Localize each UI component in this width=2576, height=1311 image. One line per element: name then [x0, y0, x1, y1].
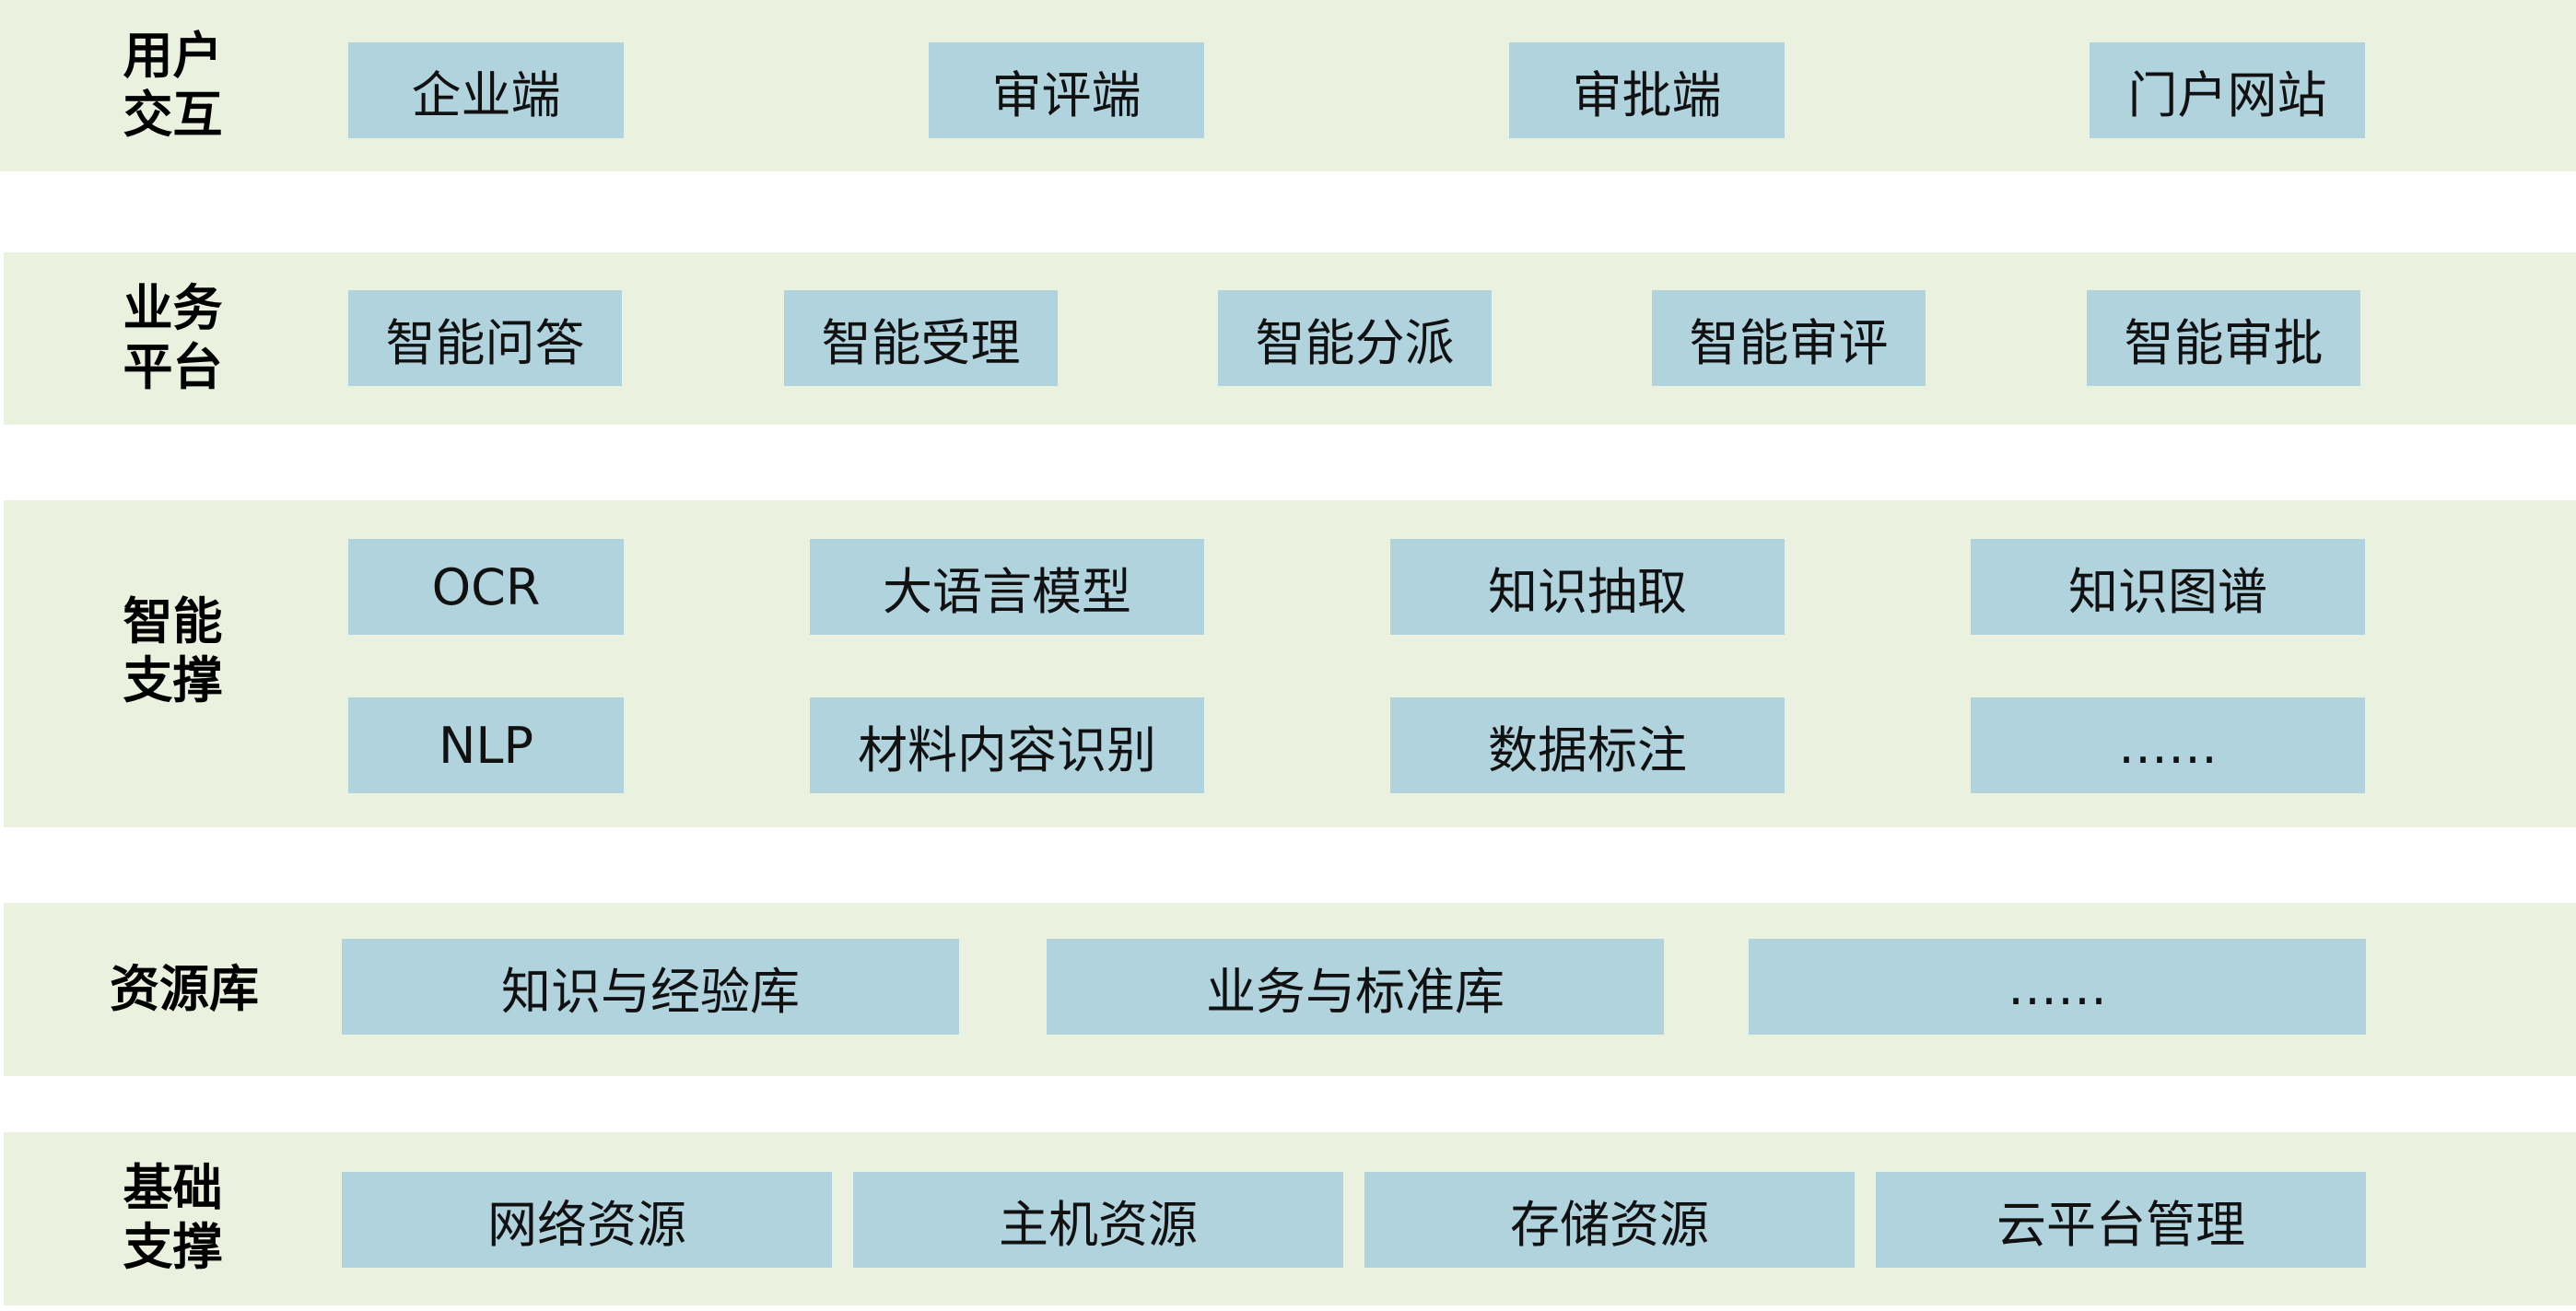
box-data-annotation: 数据标注: [1390, 697, 1785, 793]
box-approval-portal: 审批端: [1509, 42, 1785, 138]
box-material-recognition: 材料内容识别: [810, 697, 1204, 793]
box-knowledge-experience-library: 知识与经验库: [342, 939, 959, 1035]
layer-label-line-1: 基础: [123, 1159, 223, 1217]
box-review-portal: 审评端: [929, 42, 1204, 138]
layer-label-business-platform: 业务 平台: [101, 279, 244, 397]
box-enterprise-portal: 企业端: [348, 42, 624, 138]
box-more-intelligent: ……: [1971, 697, 2365, 793]
box-ocr: OCR: [348, 539, 624, 635]
layer-label-line-1: 智能: [123, 592, 223, 650]
layer-label-intelligent-support: 智能 支撑: [101, 592, 244, 710]
box-smart-dispatch: 智能分派: [1218, 290, 1492, 386]
box-more-resources: ……: [1749, 939, 2366, 1035]
layer-label-line-1: 业务: [123, 279, 223, 337]
box-knowledge-extraction: 知识抽取: [1390, 539, 1785, 635]
layer-label-line-2: 交互: [123, 86, 223, 144]
layer-label-line-2: 支撑: [123, 1218, 223, 1276]
box-smart-qa: 智能问答: [348, 290, 622, 386]
box-storage-resources: 存储资源: [1364, 1172, 1855, 1268]
layer-label-line-2: 支撑: [123, 651, 223, 709]
box-cloud-platform-management: 云平台管理: [1876, 1172, 2366, 1268]
layer-label-infrastructure-support: 基础 支撑: [101, 1159, 244, 1277]
box-knowledge-graph: 知识图谱: [1971, 539, 2365, 635]
box-nlp: NLP: [348, 697, 624, 793]
box-web-portal: 门户网站: [2090, 42, 2365, 138]
layer-label-line-1: 用户: [123, 27, 223, 85]
box-smart-review: 智能审评: [1652, 290, 1926, 386]
layer-label-line-2: 平台: [123, 338, 223, 396]
layer-label-resource-library: 资源库: [110, 960, 259, 1018]
box-smart-approval: 智能审批: [2087, 290, 2360, 386]
layer-label-user-interaction: 用户 交互: [101, 27, 244, 145]
box-smart-intake: 智能受理: [784, 290, 1058, 386]
box-llm: 大语言模型: [810, 539, 1204, 635]
box-network-resources: 网络资源: [342, 1172, 832, 1268]
box-business-standards-library: 业务与标准库: [1047, 939, 1664, 1035]
box-host-resources: 主机资源: [853, 1172, 1343, 1268]
